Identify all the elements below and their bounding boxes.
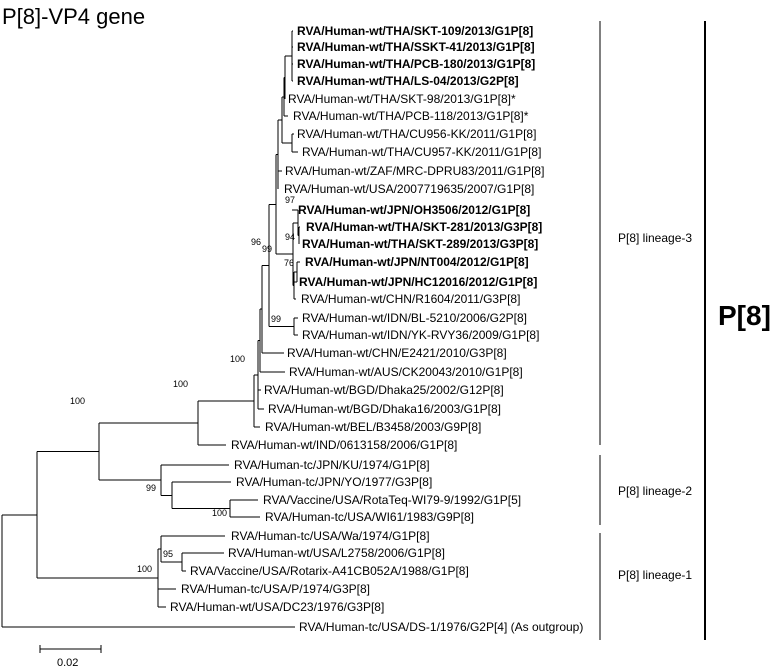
bootstrap-value: 100 xyxy=(137,564,152,574)
tip-label: RVA/Human-wt/THA/PCB-180/2013/G1P[8] xyxy=(297,57,535,71)
tip-label: RVA/Human-wt/USA/2007719635/2007/G1P[8] xyxy=(284,182,534,196)
tip-label: RVA/Human-tc/USA/Wa/1974/G1P[8] xyxy=(231,529,430,543)
tip-label: RVA/Human-wt/CHN/R1604/2011/G3P[8] xyxy=(301,292,520,306)
tip-label: RVA/Human-wt/BGD/Dhaka25/2002/G12P[8] xyxy=(264,383,504,397)
tip-label: RVA/Human-wt/IND/0613158/2006/G1P[8] xyxy=(231,438,457,452)
tip-label: RVA/Human-tc/USA/WI61/1983/G9P[8] xyxy=(265,510,474,524)
bootstrap-value: 100 xyxy=(212,508,227,518)
tip-label: RVA/Human-wt/JPN/OH3506/2012/G1P[8] xyxy=(298,203,530,217)
bootstrap-value: 99 xyxy=(262,244,272,254)
tip-label: RVA/Human-wt/IDN/YK-RVY36/2009/G1P[8] xyxy=(302,328,539,342)
tip-label: RVA/Vaccine/USA/Rotarix-A41CB052A/1988/G… xyxy=(190,564,469,578)
tip-label: RVA/Human-wt/JPN/HC12016/2012/G1P[8] xyxy=(299,275,537,289)
tip-labels: RVA/Human-wt/THA/SKT-109/2013/G1P[8] RVA/… xyxy=(170,24,583,634)
bootstrap-value: 95 xyxy=(163,549,173,559)
tip-label: RVA/Human-wt/THA/CU956-KK/2011/G1P[8] xyxy=(297,127,536,141)
tip-label: RVA/Human-wt/THA/CU957-KK/2011/G1P[8] xyxy=(302,145,541,159)
tip-label: RVA/Human-wt/THA/LS-04/2013/G2P[8] xyxy=(297,74,519,88)
bootstrap-value: 94 xyxy=(285,232,295,242)
tip-label: RVA/Human-wt/THA/SSKT-41/2013/G1P[8] xyxy=(297,40,535,54)
bootstrap-value: 100 xyxy=(70,396,85,406)
tip-label: RVA/Human-tc/USA/P/1974/G3P[8] xyxy=(181,582,370,596)
bootstrap-value: 100 xyxy=(173,379,188,389)
scale-bar xyxy=(39,645,102,653)
tip-label: RVA/Human-wt/JPN/NT004/2012/G1P[8] xyxy=(305,255,529,269)
lineage-3-label: P[8] lineage-3 xyxy=(618,231,692,245)
lineage-1-label: P[8] lineage-1 xyxy=(618,568,692,582)
tip-label: RVA/Human-wt/THA/PCB-118/2013/G1P[8]* xyxy=(293,109,529,123)
bootstrap-value: 97 xyxy=(285,195,295,205)
figure-title: P[8]-VP4 gene xyxy=(2,4,145,29)
lineage-brackets xyxy=(599,21,706,640)
bootstrap-value: 96 xyxy=(251,237,261,247)
tip-label: RVA/Human-wt/THA/SKT-289/2013/G3P[8] xyxy=(302,237,538,251)
tree-branches xyxy=(1,30,300,628)
tip-label: RVA/Human-wt/ZAF/MRC-DPRU83/2011/G1P[8] xyxy=(285,164,544,178)
tip-label: RVA/Vaccine/USA/RotaTeq-WI79-9/1992/G1P[… xyxy=(263,493,521,507)
tip-label: RVA/Human-wt/AUS/CK20043/2010/G1P[8] xyxy=(289,365,523,379)
tip-label: RVA/Human-wt/THA/SKT-109/2013/G1P[8] xyxy=(297,24,533,38)
bootstrap-value: 76 xyxy=(284,258,294,268)
lineage-2-label: P[8] lineage-2 xyxy=(618,484,692,498)
tip-label: RVA/Human-wt/USA/L2758/2006/G1P[8] xyxy=(228,546,445,560)
bootstrap-value: 99 xyxy=(271,314,281,324)
tip-label: RVA/Human-tc/JPN/YO/1977/G3P[8] xyxy=(236,475,432,489)
bootstrap-value: 100 xyxy=(230,354,245,364)
tip-label: RVA/Human-tc/USA/DS-1/1976/G2P[4] (As ou… xyxy=(299,620,583,634)
tip-label: RVA/Human-tc/JPN/KU/1974/G1P[8] xyxy=(234,458,430,472)
bootstrap-value: 99 xyxy=(146,483,156,493)
tip-label: RVA/Human-wt/CHN/E2421/2010/G3P[8] xyxy=(287,346,507,360)
tip-label: RVA/Human-wt/IDN/BL-5210/2006/G2P[8] xyxy=(302,311,527,325)
scale-bar-label: 0.02 xyxy=(57,657,78,669)
tip-label: RVA/Human-wt/BGD/Dhaka16/2003/G1P[8] xyxy=(268,402,501,416)
tip-label: RVA/Human-wt/USA/DC23/1976/G3P[8] xyxy=(170,600,384,614)
p8-group-label: P[8] xyxy=(718,300,771,331)
tip-label: RVA/Human-wt/THA/SKT-98/2013/G1P[8]* xyxy=(288,92,516,106)
tip-label: RVA/Human-wt/THA/SKT-281/2013/G3P[8] xyxy=(306,220,542,234)
tip-label: RVA/Human-wt/BEL/B3458/2003/G9P[8] xyxy=(265,420,481,434)
